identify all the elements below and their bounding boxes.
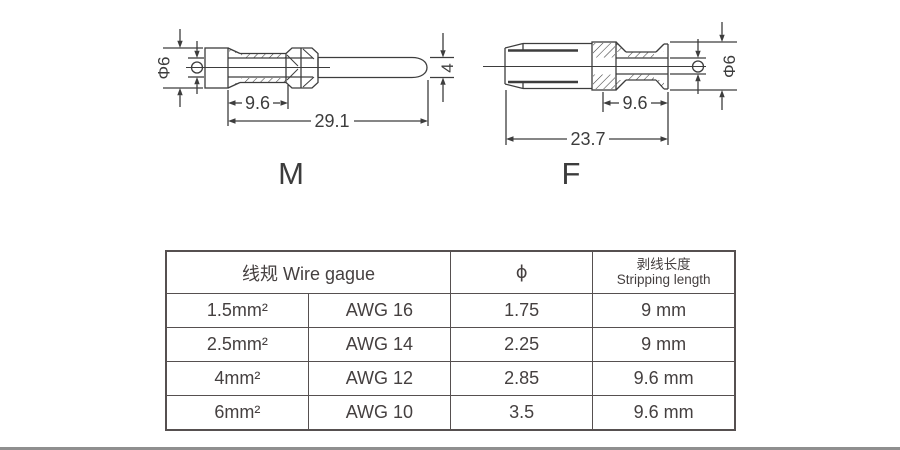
cell-phi: 2.25: [449, 327, 594, 362]
header-stripping-length-en: Stripping length: [616, 271, 711, 287]
connector-technical-drawings: Φ6 4 9.6: [155, 22, 739, 191]
header-stripping-length-cn: 剥线长度: [636, 256, 691, 272]
male-barrel-length-dim: 9.6: [245, 93, 270, 113]
cell-strip-length: 9 mm: [592, 327, 736, 362]
table-row: 1.5mm² AWG 16 1.75 9 mm: [165, 293, 736, 328]
male-collar: [285, 47, 319, 89]
female-socket-drawing: 9.6 23.7 Φ6 F: [483, 22, 739, 191]
female-barrel-length-dim: 9.6: [622, 93, 647, 113]
cell-mm2: 4mm²: [165, 361, 309, 396]
cell-phi: 3.5: [449, 395, 594, 431]
header-phi: ϕ: [449, 250, 594, 294]
female-total-length-dim: 23.7: [570, 129, 605, 149]
header-stripping-length: 剥线长度 Stripping length: [592, 250, 736, 294]
male-pin-shaft: [318, 56, 428, 79]
cell-phi: 1.75: [449, 293, 594, 328]
male-pin-drawing: Φ6 4 9.6: [155, 29, 457, 191]
female-outer-diameter-dim: Φ6: [720, 55, 739, 78]
male-total-length-dim: 29.1: [314, 111, 349, 131]
male-outer-diameter-dim: Φ6: [155, 56, 174, 79]
male-wire-cup: [204, 47, 229, 89]
cell-mm2: 2.5mm²: [165, 327, 309, 362]
table-row: 2.5mm² AWG 14 2.25 9 mm: [165, 327, 736, 362]
cell-awg: AWG 14: [307, 327, 452, 362]
cell-strip-length: 9.6 mm: [592, 395, 736, 431]
cell-awg: AWG 16: [307, 293, 452, 328]
table-header-row: 线规 Wire gague ϕ 剥线长度 Stripping length: [165, 250, 736, 294]
cell-mm2: 1.5mm²: [165, 293, 309, 328]
wire-gauge-spec-table: 线规 Wire gague ϕ 剥线长度 Stripping length 1.…: [165, 250, 736, 431]
female-flange: [591, 41, 617, 91]
cell-strip-length: 9 mm: [592, 293, 736, 328]
male-pin-diameter-dim: 4: [438, 63, 457, 72]
bottom-divider: [0, 447, 900, 450]
cell-mm2: 6mm²: [165, 395, 309, 431]
table-row: 6mm² AWG 10 3.5 9.6 mm: [165, 395, 736, 431]
cell-awg: AWG 10: [307, 395, 452, 431]
female-label: F: [562, 156, 581, 191]
female-bore-phi-symbol: [691, 60, 705, 73]
table-row: 4mm² AWG 12 2.85 9.6 mm: [165, 361, 736, 396]
male-label: M: [278, 156, 304, 191]
cell-phi: 2.85: [449, 361, 594, 396]
cell-awg: AWG 12: [307, 361, 452, 396]
male-bore-phi-symbol: [190, 61, 204, 74]
cell-strip-length: 9.6 mm: [592, 361, 736, 396]
header-wire-gauge: 线规 Wire gague: [165, 250, 451, 294]
